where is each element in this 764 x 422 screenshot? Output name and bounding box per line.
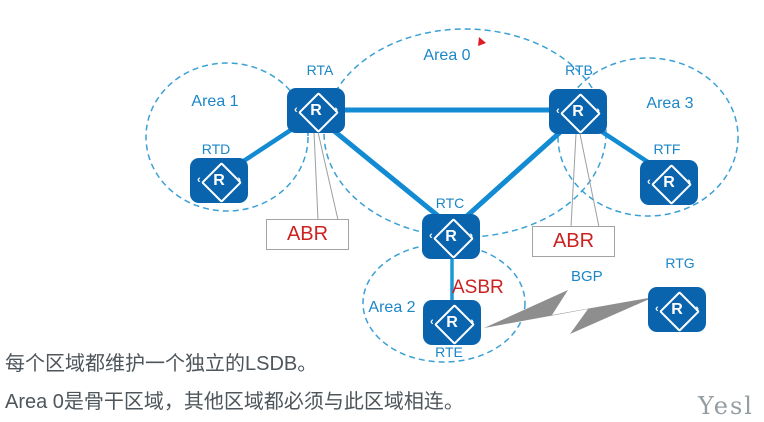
- router-letter: R: [446, 313, 458, 331]
- chevron-right-icon: ›: [334, 103, 338, 116]
- abr-right-label: ABR: [552, 230, 595, 252]
- abr-right-leader-line: [570, 133, 577, 228]
- abr-left-callout: ABR: [266, 219, 349, 250]
- abr-right-callout: ABR: [532, 226, 615, 257]
- router-icon-rtg: ‹ › R: [648, 287, 706, 333]
- chevron-right-icon: ›: [237, 173, 241, 186]
- chevron-left-icon: ‹: [556, 104, 560, 117]
- chevron-left-icon: ‹: [647, 175, 651, 188]
- chevron-left-icon: ‹: [197, 173, 201, 186]
- area-1-boundary: [145, 62, 309, 212]
- router-label-rtf: RTF: [653, 141, 681, 157]
- link-rtb-rtc: [456, 124, 569, 226]
- router-icon-rta: ‹ › R: [287, 88, 345, 134]
- chevron-right-icon: ›: [469, 229, 473, 242]
- router-label-rtd: RTD: [201, 141, 231, 157]
- abr-right-leader-line: [579, 133, 600, 228]
- router-letter: R: [310, 101, 322, 119]
- chevron-right-icon: ›: [695, 302, 699, 315]
- caption-line-2: Area 0是骨干区域，其他区域都必须与此区域相连。: [5, 391, 464, 413]
- chevron-right-icon: ›: [470, 315, 474, 328]
- chevron-left-icon: ‹: [655, 302, 659, 315]
- router-icon-rtd: ‹ › R: [190, 158, 248, 204]
- router-label-rta: RTA: [306, 62, 334, 78]
- area-3-label: Area 3: [646, 95, 694, 112]
- router-label-rte: RTE: [435, 344, 463, 360]
- router-label-rtg: RTG: [665, 255, 695, 271]
- link-rta-rtc: [326, 124, 450, 226]
- abr-left-leader-line: [317, 131, 339, 221]
- red-pointer-icon: [478, 37, 486, 46]
- bgp-label: BGP: [571, 268, 603, 285]
- chevron-left-icon: ‹: [430, 315, 434, 328]
- caption-line-1: 每个区域都维护一个独立的LSDB。: [5, 353, 318, 375]
- abr-left-label: ABR: [286, 223, 329, 245]
- lightning-bolt-icon: [484, 290, 654, 334]
- router-label-rtc: RTC: [435, 195, 465, 211]
- chevron-left-icon: ‹: [294, 103, 298, 116]
- router-icon-rtc: ‹ › R: [422, 214, 480, 260]
- router-letter: R: [663, 173, 675, 191]
- chevron-right-icon: ›: [596, 104, 600, 117]
- abr-left-leader-line: [313, 131, 319, 221]
- asbr-label: ASBR: [452, 277, 504, 298]
- router-letter: R: [445, 227, 457, 245]
- chevron-left-icon: ‹: [429, 229, 433, 242]
- router-letter: R: [572, 102, 584, 120]
- watermark: Yesl: [698, 392, 754, 420]
- router-letter: R: [671, 300, 683, 318]
- chevron-right-icon: ›: [687, 175, 691, 188]
- area-0-label: Area 0: [423, 47, 471, 64]
- router-icon-rtb: ‹ › R: [549, 89, 607, 135]
- router-letter: R: [213, 171, 225, 189]
- router-icon-rte: ‹ › R: [423, 300, 481, 346]
- router-icon-rtf: ‹ › R: [640, 160, 698, 206]
- area-2-label: Area 2: [368, 299, 416, 316]
- router-label-rtb: RTB: [565, 62, 593, 78]
- area-1-label: Area 1: [191, 93, 239, 110]
